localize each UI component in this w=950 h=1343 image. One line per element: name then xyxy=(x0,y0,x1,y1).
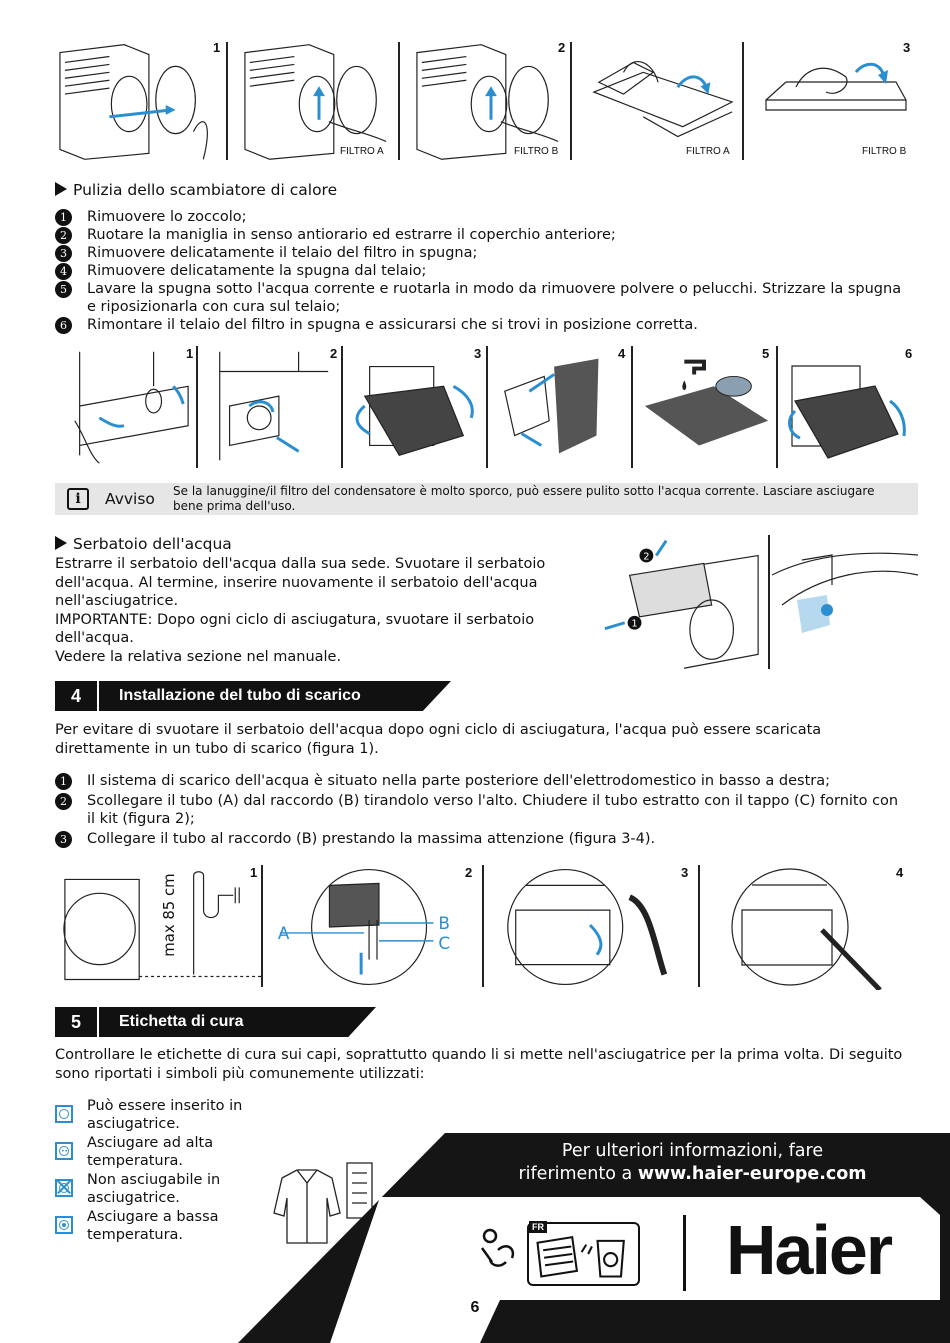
sponge-washing-illustration xyxy=(635,346,778,468)
figure-number: 1 xyxy=(213,40,221,55)
care-symbols-list: Può essere inserito in asciugatrice. •• … xyxy=(55,1097,247,1245)
label-b: B xyxy=(438,913,450,933)
section-4-intro: Per evitare di svuotare il serbatoio del… xyxy=(55,722,822,757)
water-tank-illustration-1: 2 1 xyxy=(595,535,770,669)
figure-number: 2 xyxy=(558,40,566,55)
figure-number: 2 xyxy=(465,865,473,880)
haier-logo: Haier xyxy=(726,1211,893,1289)
section-number: 5 xyxy=(55,1007,97,1037)
notice-box: i Avviso Se la lanuggine/il filtro del c… xyxy=(55,483,918,515)
sponge-removal-illustration xyxy=(490,346,633,468)
section-5-intro: Controllare le etichette di cura sui cap… xyxy=(55,1047,903,1082)
figure-caption: FILTRO A xyxy=(340,146,384,157)
filter-illustration-3a xyxy=(584,42,744,160)
section-title: Etichetta di cura xyxy=(99,1007,376,1037)
filter-frame-removal-illustration xyxy=(345,346,488,468)
section-number: 4 xyxy=(55,681,97,711)
list-item: •• Asciugare ad alta temperatura. xyxy=(55,1134,247,1170)
heat-exchanger-heading: Pulizia dello scambiatore di calore xyxy=(55,181,337,199)
label-a: A xyxy=(278,923,290,943)
water-tank-body: Estrarre il serbatoio dell'acqua dalla s… xyxy=(55,555,555,666)
figure-number: 2 xyxy=(330,346,338,361)
figure-number: 6 xyxy=(905,346,913,361)
filter-illustration-3b xyxy=(756,42,916,160)
drain-height-illustration: max 85 cm xyxy=(55,865,263,987)
figure-caption: FILTRO A xyxy=(686,146,730,157)
figure-number: 4 xyxy=(618,346,626,361)
notice-text: Se la lanuggine/il filtro del condensato… xyxy=(173,484,875,513)
water-tank-heading: Serbatoio dell'acqua xyxy=(55,535,232,553)
water-tank-illustration-2 xyxy=(771,535,919,669)
footer-divider xyxy=(683,1215,686,1291)
list-item: Asciugare a bassa temperatura. xyxy=(55,1208,247,1244)
no-tumble-dry-icon xyxy=(55,1179,73,1197)
figure-number: 3 xyxy=(474,346,482,361)
page-number: 6 xyxy=(470,1299,480,1316)
water-tank-important: IMPORTANTE: Dopo ogni ciclo di asciugatu… xyxy=(55,611,535,647)
sorting-info-logo: FR xyxy=(527,1221,640,1286)
filter-illustration-2a xyxy=(240,42,400,160)
label-c: C xyxy=(438,933,450,953)
tumble-dry-high-icon: •• xyxy=(55,1142,73,1160)
filter-illustration-1 xyxy=(55,42,228,160)
info-icon: i xyxy=(67,488,89,510)
figure-number: 1 xyxy=(186,346,194,361)
website-link[interactable]: www.haier-europe.com xyxy=(637,1164,867,1184)
fr-badge: FR xyxy=(529,1221,547,1233)
plinth-removal-illustration xyxy=(55,346,198,468)
section-5-banner: 5 Etichetta di cura xyxy=(55,1007,380,1037)
figure-number: 1 xyxy=(250,865,258,880)
footer-info-line-2: riferimento a www.haier-europe.com xyxy=(518,1164,867,1184)
figure-number: 3 xyxy=(903,40,911,55)
figure-caption: FILTRO B xyxy=(514,146,559,157)
triangle-bullet-icon xyxy=(55,182,67,196)
list-item: Non asciugabile in asciugatrice. xyxy=(55,1171,247,1207)
figure-number: 4 xyxy=(896,865,904,880)
drain-hose-disconnect-illustration: A B C xyxy=(270,865,484,987)
drain-hose-connect-illustration xyxy=(486,865,700,987)
list-item: Può essere inserito in asciugatrice. xyxy=(55,1097,247,1133)
triangle-bullet-icon xyxy=(55,536,67,550)
shirt-label-illustration xyxy=(262,1158,382,1248)
footer-info: Per ulteriori informazioni, fare riferim… xyxy=(470,1140,915,1186)
max-height-label: max 85 cm xyxy=(160,873,178,956)
figure-caption: FILTRO B xyxy=(862,146,907,157)
notice-label: Avviso xyxy=(105,490,155,508)
cover-handle-illustration xyxy=(200,346,343,468)
figure-number: 3 xyxy=(681,865,689,880)
figure-number: 5 xyxy=(762,346,770,361)
section-4-banner: 4 Installazione del tubo di scarico xyxy=(55,681,455,711)
tumble-dry-icon xyxy=(55,1105,73,1123)
svg-text:2: 2 xyxy=(643,551,649,562)
section-title: Installazione del tubo di scarico xyxy=(99,681,451,711)
filter-illustration-2b xyxy=(412,42,572,160)
svg-text:1: 1 xyxy=(631,619,637,630)
water-tank-reference: Vedere la relativa sezione nel manuale. xyxy=(55,648,342,665)
triman-recycling-icon xyxy=(476,1222,520,1272)
filter-refit-illustration xyxy=(780,346,918,468)
footer-info-line-1: Per ulteriori informazioni, fare xyxy=(561,1141,824,1161)
tumble-dry-low-icon xyxy=(55,1216,73,1234)
drain-hose-connected-illustration xyxy=(702,865,918,992)
